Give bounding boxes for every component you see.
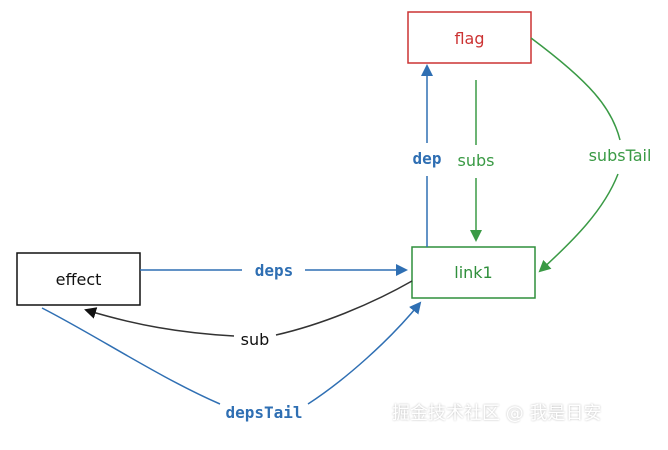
node-link1-label: link1 <box>454 263 492 282</box>
node-effect-label: effect <box>56 270 102 289</box>
edge-depsTail: depsTail <box>41 301 422 422</box>
node-flag-label: flag <box>454 29 484 48</box>
node-effect: effect <box>16 252 141 306</box>
edge-depsTail-label: depsTail <box>225 403 302 422</box>
edge-subsTail-label: subsTail <box>589 146 652 165</box>
edge-dep-label: dep <box>413 149 442 168</box>
edge-dep: dep <box>413 64 442 247</box>
edge-subs: subs <box>458 80 495 242</box>
edge-deps: deps <box>140 261 408 280</box>
edge-subs-label: subs <box>458 151 495 170</box>
edge-sub-label: sub <box>241 330 270 349</box>
edge-deps-label: deps <box>255 261 294 280</box>
node-flag: flag <box>407 11 532 64</box>
edge-sub: sub <box>84 280 413 349</box>
edge-subsTail: subsTail <box>530 37 652 273</box>
node-link1: link1 <box>411 246 536 299</box>
watermark-text: 掘金技术社区 @ 我是日安 <box>392 403 602 424</box>
